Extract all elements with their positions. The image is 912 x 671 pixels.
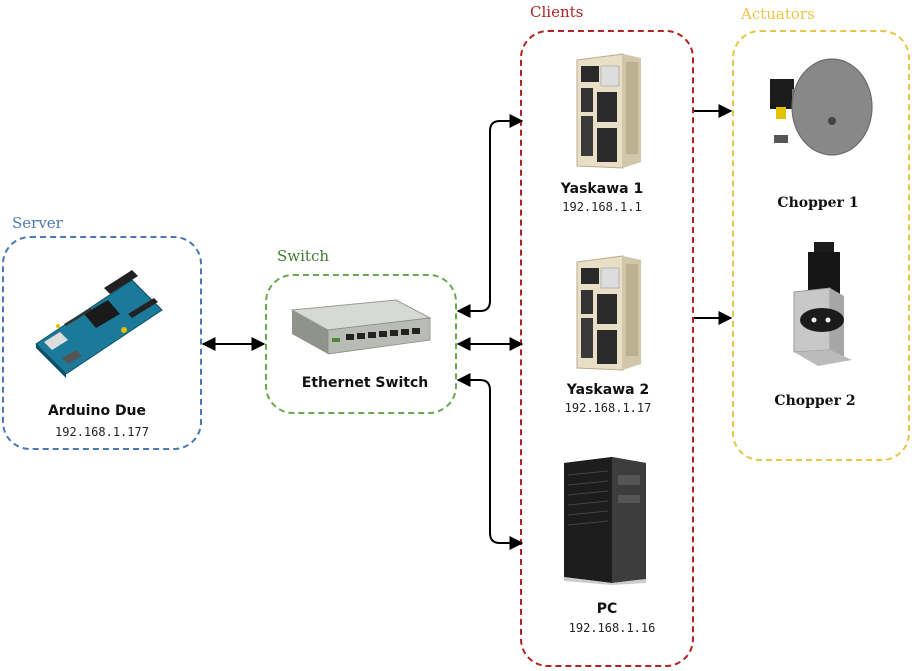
disc-chopper-icon	[762, 55, 874, 157]
pc-name: PC	[596, 601, 618, 617]
network-switch-icon	[288, 296, 434, 358]
switch-name: Ethernet Switch	[301, 375, 429, 391]
switch-group-label: Switch	[277, 247, 330, 265]
connector-switch-pc	[456, 373, 524, 550]
pc-ip: 192.168.1.16	[568, 621, 656, 635]
arduino-name: Arduino Due	[47, 403, 147, 419]
yaskawa1-name: Yaskawa 1	[560, 181, 644, 197]
yaskawa1-ip: 192.168.1.1	[562, 200, 642, 214]
actuators-group	[732, 30, 910, 461]
bracket-chopper-icon	[790, 240, 856, 370]
clients-group-label: Clients	[530, 3, 584, 21]
yaskawa2-name: Yaskawa 2	[566, 382, 650, 398]
servo-drive-icon	[571, 254, 647, 372]
actuators-group-label: Actuators	[741, 5, 815, 23]
connector-switch-yaskawa1	[456, 114, 524, 318]
yaskawa2-ip: 192.168.1.17	[564, 401, 652, 415]
server-group-label: Server	[12, 214, 63, 232]
server-group	[2, 236, 202, 450]
chopper2-name: Chopper 2	[774, 393, 856, 409]
chopper1-name: Chopper 1	[777, 195, 859, 211]
desktop-tower-icon	[560, 455, 650, 585]
arduino-ip: 192.168.1.177	[55, 425, 149, 439]
servo-drive-icon	[571, 52, 647, 170]
switch-group	[265, 274, 457, 414]
arduino-board-icon	[24, 262, 169, 382]
